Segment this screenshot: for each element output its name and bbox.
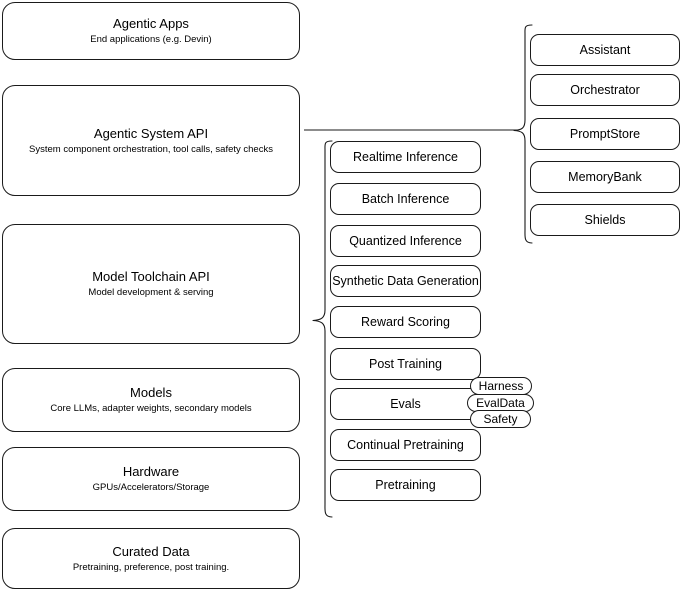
system-component-box[interactable]: Assistant (530, 34, 680, 66)
toolchain-component-label: Quantized Inference (349, 233, 462, 248)
layer-title: Agentic System API (93, 125, 209, 141)
toolchain-component-label: Reward Scoring (361, 314, 450, 329)
layer-subtitle: Pretraining, preference, post training. (72, 561, 230, 573)
eval-pill-harness[interactable]: Harness (470, 377, 532, 395)
connector-system-api-to-components (302, 118, 526, 142)
toolchain-component-label: Batch Inference (361, 191, 450, 206)
toolchain-component-box[interactable]: Continual Pretraining (330, 429, 481, 461)
layer-title: Curated Data (112, 543, 190, 559)
layer-box[interactable]: Agentic Apps End applications (e.g. Devi… (2, 2, 300, 60)
toolchain-component-box[interactable]: Quantized Inference (330, 225, 481, 257)
layer-box[interactable]: Agentic System API System component orch… (2, 85, 300, 196)
layer-subtitle: Model development & serving (88, 287, 214, 298)
eval-pill-label: Harness (478, 379, 524, 393)
layer-subtitle: System component orchestration, tool cal… (29, 143, 273, 155)
toolchain-component-box[interactable]: Synthetic Data Generation (330, 265, 481, 297)
toolchain-component-box[interactable]: Pretraining (330, 469, 481, 501)
system-component-label: PromptStore (569, 126, 641, 141)
layer-title: Model Toolchain API (92, 269, 210, 284)
toolchain-component-label: Continual Pretraining (347, 437, 464, 452)
layer-title: Hardware (122, 464, 180, 479)
toolchain-component-label: Synthetic Data Generation (332, 273, 479, 288)
toolchain-component-box[interactable]: Evals (330, 388, 481, 420)
system-component-box[interactable]: PromptStore (530, 118, 680, 150)
eval-pill-label: EvalData (476, 396, 525, 410)
system-component-label: Assistant (579, 42, 631, 57)
layer-box[interactable]: Hardware GPUs/Accelerators/Storage (2, 447, 300, 511)
toolchain-component-label: Post Training (369, 356, 442, 371)
system-component-label: Shields (584, 212, 626, 227)
layer-title: Agentic Apps (113, 16, 189, 31)
system-component-label: MemoryBank (568, 169, 642, 184)
eval-pill-label: Safety (483, 412, 518, 426)
layer-box[interactable]: Models Core LLMs, adapter weights, secon… (2, 368, 300, 432)
toolchain-component-box[interactable]: Reward Scoring (330, 306, 481, 338)
layer-box[interactable]: Curated Data Pretraining, preference, po… (2, 528, 300, 589)
system-component-box[interactable]: MemoryBank (530, 161, 680, 193)
layer-subtitle: GPUs/Accelerators/Storage (92, 482, 210, 493)
toolchain-component-box[interactable]: Realtime Inference (330, 141, 481, 173)
toolchain-component-box[interactable]: Post Training (330, 348, 481, 380)
layer-title: Models (130, 385, 172, 400)
toolchain-component-box[interactable]: Batch Inference (330, 183, 481, 215)
system-component-box[interactable]: Orchestrator (530, 74, 680, 106)
layer-box[interactable]: Model Toolchain API Model development & … (2, 224, 300, 344)
toolchain-component-label: Pretraining (375, 477, 436, 492)
layer-subtitle: End applications (e.g. Devin) (90, 34, 212, 45)
layer-subtitle: Core LLMs, adapter weights, secondary mo… (50, 403, 252, 414)
toolchain-component-label: Realtime Inference (353, 149, 458, 164)
eval-pill-safety[interactable]: Safety (470, 410, 531, 428)
system-component-label: Orchestrator (570, 82, 640, 97)
toolchain-component-label: Evals (390, 396, 421, 411)
system-component-box[interactable]: Shields (530, 204, 680, 236)
